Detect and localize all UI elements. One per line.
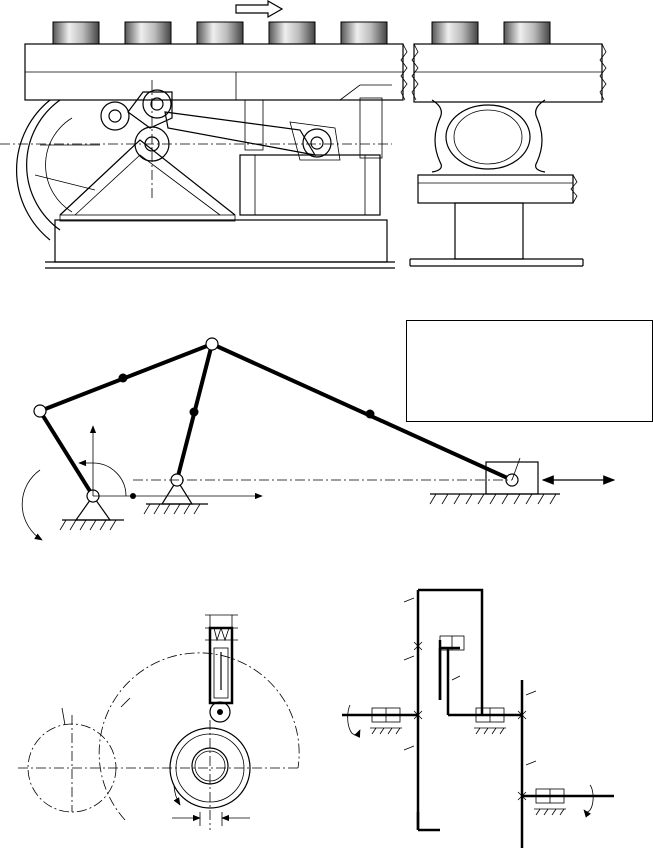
item-1 [52, 21, 100, 45]
joint-b [205, 337, 219, 351]
gear-train [342, 588, 614, 848]
conveyed-items [52, 21, 551, 45]
feed-direction-arrow-icon [235, 0, 284, 19]
item-3 [196, 21, 244, 45]
linkage-scheme [21, 337, 616, 541]
item-5 [340, 21, 388, 45]
machine-base [54, 219, 388, 263]
crank-link [38, 409, 95, 498]
conveyor-beam-right [413, 43, 603, 103]
item-4 [268, 21, 316, 45]
gearbox-housing [239, 154, 381, 216]
machine-elevation [0, 0, 607, 269]
spring-icon [213, 626, 230, 642]
item-7 [503, 21, 551, 45]
item-6 [431, 21, 479, 45]
cam-mechanism [18, 614, 300, 830]
joint-a [33, 404, 47, 418]
label-box [406, 320, 653, 422]
item-2 [124, 21, 172, 45]
connecting-rod [210, 342, 514, 482]
